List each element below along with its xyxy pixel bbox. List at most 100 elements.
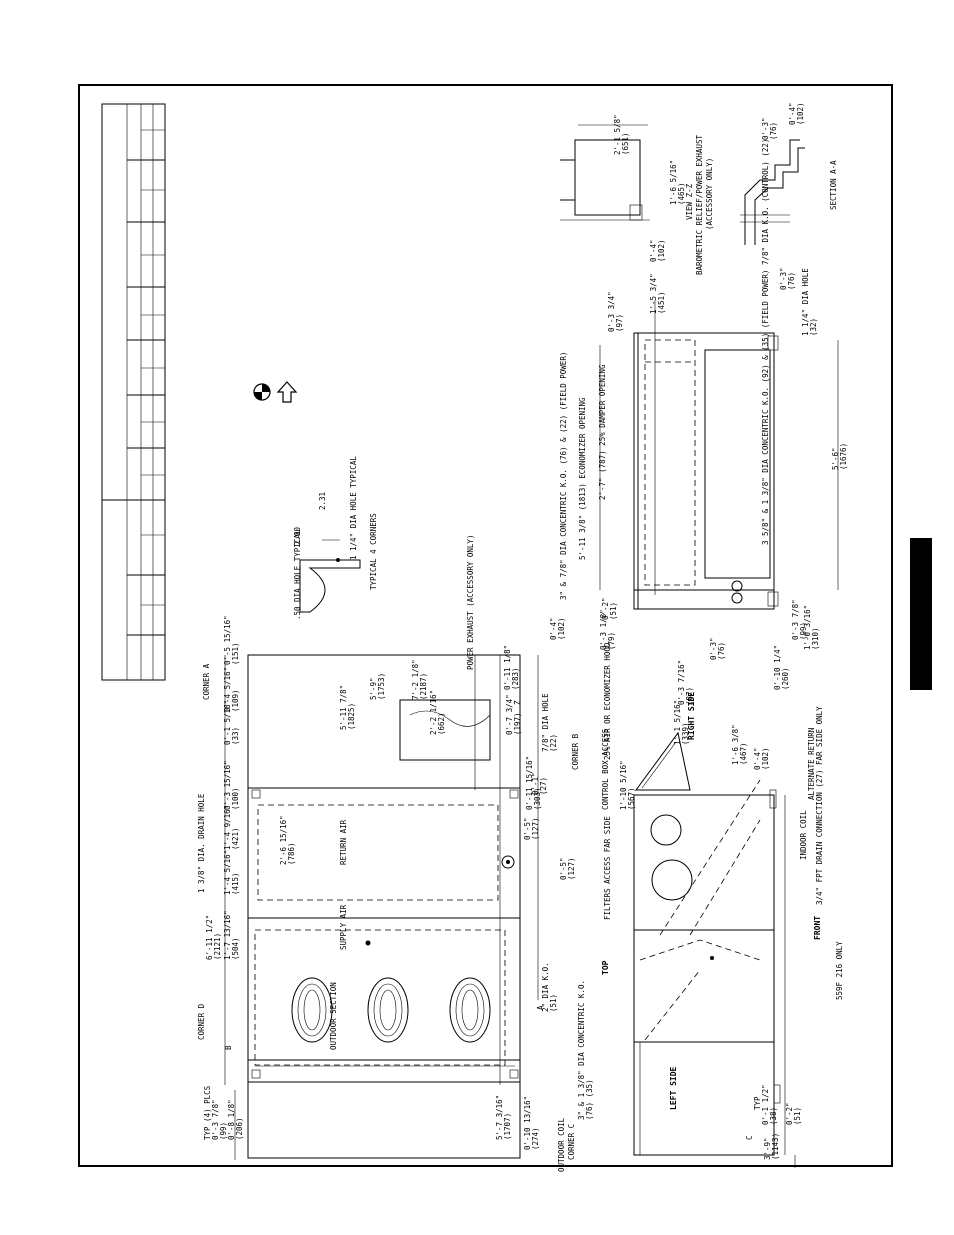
section-aa: 0'-3" (76) 0'-4" (102) SECTION A-A <box>740 102 838 245</box>
svg-text:0'-5 15/16": 0'-5 15/16" <box>223 615 232 665</box>
svg-text:0'-3 1/8": 0'-3 1/8" <box>599 609 608 650</box>
label-hole-mm: (32) <box>809 318 818 336</box>
label-supply-air: SUPPLY AIR <box>339 904 348 950</box>
svg-text:0'-1 1/2": 0'-1 1/2" <box>761 1084 770 1125</box>
svg-text:(504): (504) <box>231 937 240 960</box>
fan-2 <box>367 977 409 1043</box>
arrow-up-icon <box>276 381 298 403</box>
svg-text:0'-3 15/16": 0'-3 15/16" <box>223 760 232 810</box>
svg-text:0'-5": 0'-5" <box>523 817 532 840</box>
svg-text:(274): (274) <box>531 1127 540 1150</box>
svg-text:0'-4": 0'-4" <box>788 102 797 125</box>
label-corner-a: CORNER A <box>202 663 211 700</box>
svg-text:(102): (102) <box>557 617 566 640</box>
svg-text:0'-3": 0'-3" <box>779 267 788 290</box>
svg-text:6'-11 1/2": 6'-11 1/2" <box>205 915 214 960</box>
svg-text:0'-4": 0'-4" <box>549 617 558 640</box>
svg-text:(51): (51) <box>609 602 618 620</box>
svg-text:(662): (662) <box>437 712 446 735</box>
label-dia-ko-2: 2" DIA K.O. <box>541 962 550 1012</box>
label-outdoor-section: OUTDOOR SECTION <box>329 982 338 1050</box>
svg-text:(303): (303) <box>533 787 542 810</box>
svg-text:(260): (260) <box>781 667 790 690</box>
svg-text:(2187): (2187) <box>419 673 428 700</box>
svg-text:7'-2 1/8": 7'-2 1/8" <box>411 659 420 700</box>
svg-text:(651): (651) <box>621 132 630 155</box>
svg-text:(99): (99) <box>799 622 808 640</box>
label-dim-c: C <box>745 1135 754 1140</box>
svg-text:1'-6 3/8": 1'-6 3/8" <box>731 724 740 765</box>
right-outline <box>633 332 775 610</box>
svg-text:1'-6 5/16": 1'-6 5/16" <box>669 160 678 205</box>
label-hole-typical: 1 1/4" DIA HOLE TYPICAL <box>349 456 358 560</box>
svg-text:5'-9": 5'-9" <box>369 677 378 700</box>
svg-text:(415): (415) <box>231 872 240 895</box>
label-control-box: CONTROL BOX ACCESS <box>601 728 610 810</box>
label-hole-1-1-4: 1 1/4" DIA HOLE <box>801 268 810 336</box>
svg-text:(99): (99) <box>219 1122 228 1140</box>
label-dim-a: A <box>536 1005 545 1010</box>
label-concentric-ko: 3" & 1 3/8" DIA CONCENTRIC K.O. <box>577 980 586 1120</box>
svg-text:(76): (76) <box>717 642 726 660</box>
svg-text:0'-3": 0'-3" <box>709 637 718 660</box>
svg-text:1'-1 5/16": 1'-1 5/16" <box>673 700 682 745</box>
label-559f-216: 559F 216 ONLY <box>835 941 844 1000</box>
svg-text:(283): (283) <box>511 667 520 690</box>
label-corner-d: CORNER D <box>197 1003 206 1040</box>
label-alternate-return: ALTERNATE RETURN <box>807 728 816 800</box>
concentric-ko-marker <box>501 855 515 869</box>
label-corner-c: CORNER C <box>567 1124 576 1160</box>
label-dim-z: Z <box>513 700 522 705</box>
svg-text:(339): (339) <box>681 722 690 745</box>
svg-text:0'-3 7/8": 0'-3 7/8" <box>791 599 800 640</box>
svg-text:(127): (127) <box>567 857 576 880</box>
svg-text:(2121): (2121) <box>213 933 222 960</box>
svg-text:3'-9": 3'-9" <box>763 1137 772 1160</box>
label-indoor-coil: INDOOR COIL <box>799 810 808 860</box>
svg-text:(567): (567) <box>627 787 636 810</box>
label-hole-7-8: 7/8" DIA HOLE <box>541 693 550 752</box>
svg-text:(1753): (1753) <box>377 673 386 700</box>
label-outdoor-coil: OUTDOOR COIL <box>557 1117 566 1172</box>
label-typ-plcs: TYP (4) PLCS <box>203 1085 212 1140</box>
svg-text:(467): (467) <box>739 742 748 765</box>
svg-text:0'-3 7/16": 0'-3 7/16" <box>677 660 686 705</box>
top-view: TYP (4) PLCS CORNER D CORNER A CORNER B … <box>197 535 610 1172</box>
svg-text:1'-10 5/16": 1'-10 5/16" <box>619 760 628 810</box>
fan-1 <box>291 977 333 1043</box>
svg-text:(127): (127) <box>531 817 540 840</box>
label-dim-231: 2.31 <box>318 492 327 510</box>
svg-text:0'-10 1/4": 0'-10 1/4" <box>773 645 782 690</box>
outdoor-coil-strip <box>247 1059 521 1083</box>
svg-text:1'-5 3/4": 1'-5 3/4" <box>649 273 658 314</box>
svg-text:(100): (100) <box>231 787 240 810</box>
svg-text:(197): (197) <box>513 712 522 735</box>
heading-front: FRONT <box>813 916 822 940</box>
side-tab-marker <box>910 538 932 690</box>
view-zz-note: (ACCESSORY ONLY) <box>705 158 714 230</box>
svg-text:2'-2 1/16": 2'-2 1/16" <box>429 690 438 735</box>
label-corner-b: CORNER B <box>571 733 580 770</box>
svg-text:(1707): (1707) <box>503 1113 512 1140</box>
svg-text:(97): (97) <box>615 314 624 332</box>
svg-text:0'-1": 0'-1" <box>531 772 540 795</box>
svg-text:2'-6 15/16": 2'-6 15/16" <box>279 815 288 865</box>
svg-text:0'-5": 0'-5" <box>559 857 568 880</box>
heading-top: TOP <box>601 960 610 975</box>
svg-text:(87): (87) <box>685 687 694 705</box>
heading-left-side: LEFT SIDE <box>669 1066 678 1110</box>
label-filters: FILTERS ACCESS FAR SIDE <box>603 816 612 920</box>
section-aa-title: SECTION A-A <box>829 160 838 210</box>
svg-text:(27): (27) <box>539 777 548 795</box>
svg-text:0'-7 3/4": 0'-7 3/4" <box>505 694 514 735</box>
svg-text:0'-3 7/8": 0'-3 7/8" <box>211 1099 220 1140</box>
svg-text:(1143): (1143) <box>771 1133 780 1160</box>
label-dim-200: 2.00 <box>293 526 302 545</box>
label-typ: TYP <box>753 1096 762 1110</box>
label-economizer-opening: 5'-11 3/8" (1813) ECONOMIZER OPENING <box>578 397 587 560</box>
corner-detail: 2.00 2.31 1 1/4" DIA HOLE TYPICAL .50 DI… <box>293 456 378 620</box>
label-ko-control: 3 5/8" & 1 3/8" DIA CONCENTRIC K.O. (92)… <box>761 139 770 545</box>
svg-text:(76): (76) <box>769 122 778 140</box>
svg-text:0'-11 1/8": 0'-11 1/8" <box>503 645 512 690</box>
svg-text:(451): (451) <box>657 291 666 314</box>
